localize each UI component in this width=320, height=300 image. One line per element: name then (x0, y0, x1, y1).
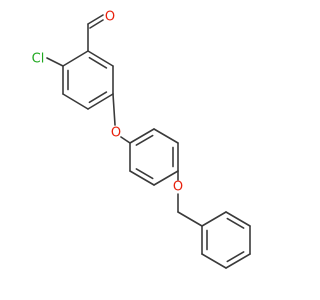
ether-oxygen-label: O (111, 126, 121, 141)
ring-b-double-bond-4 (135, 168, 154, 180)
ring-a-bond-3 (62, 93, 89, 110)
molecule-structure: O Cl O O (32, 10, 251, 269)
ring-b-bond-0 (129, 128, 155, 144)
ring-a-double-bond-2 (88, 91, 108, 104)
aldehyde-co-bond (87, 14, 104, 25)
benzyl-ch2-bond (177, 211, 203, 227)
ring-c-bond-2 (225, 253, 251, 269)
ring-a-double-bond-0 (88, 56, 108, 69)
chlorine-label: Cl (32, 52, 45, 67)
c-cl-bond (46, 57, 64, 67)
ring-a-bond-5 (62, 50, 89, 67)
ring-c-double-bond-2 (226, 251, 245, 263)
ring-c-bond-1 (201, 253, 227, 269)
ether-bond-1 (112, 93, 116, 126)
ether-bond-2 (120, 136, 131, 144)
ring-b-bond-3 (153, 170, 179, 186)
ring-b-double-bond-0 (135, 134, 154, 146)
ring-a-bond-0 (87, 50, 114, 67)
ring-c-bond-5 (201, 211, 227, 227)
ring-b-bond-4 (129, 170, 155, 186)
ring-c-bond-4 (225, 211, 251, 227)
ring-b-bond-1 (153, 128, 179, 144)
structure-canvas: O Cl O O (31, 9, 251, 269)
benzyl-oxygen-label: O (173, 180, 183, 195)
aldehyde-co-double-bond (89, 19, 104, 29)
ring-a-bond-2 (87, 93, 114, 110)
aldehyde-oxygen-label: O (105, 10, 115, 25)
ring-c-double-bond-4 (226, 217, 245, 229)
bond-group (46, 14, 251, 269)
